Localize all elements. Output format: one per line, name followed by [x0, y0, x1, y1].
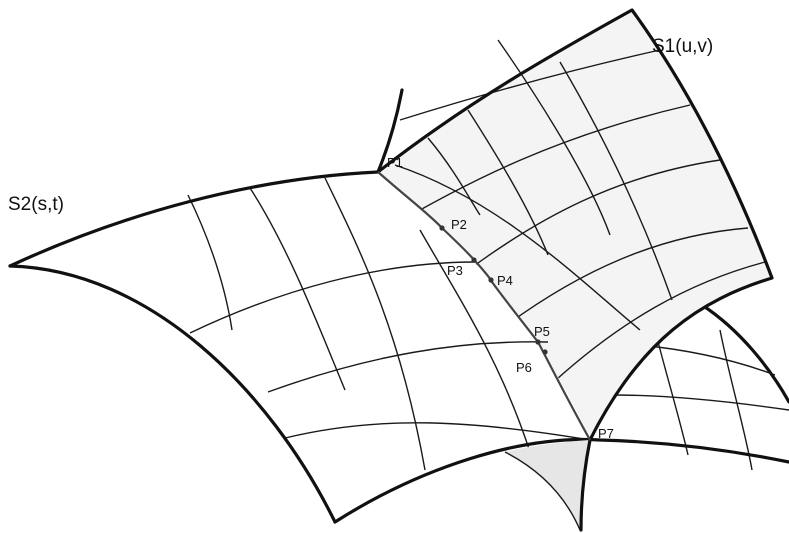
point-p2-label: P2: [451, 217, 467, 232]
point-p7-label: P7: [598, 426, 614, 441]
point-p1-label: P1: [387, 155, 403, 170]
point-p3-marker: [471, 257, 477, 263]
point-p5-label: P5: [534, 324, 550, 339]
point-p5-marker: [535, 339, 541, 345]
lower-cusp: [504, 438, 592, 532]
point-p2-marker: [439, 225, 445, 231]
surface-s1: [376, 8, 774, 442]
intersection-points: [439, 225, 548, 355]
point-p4-label: P4: [497, 273, 513, 288]
surface-s2-label: S2(s,t): [8, 194, 64, 215]
point-p6-label: P6: [516, 360, 532, 375]
point-p3-label: P3: [447, 263, 463, 278]
point-p6-marker: [542, 349, 548, 355]
surface-s1-label: S1(u,v): [652, 36, 713, 57]
intersection-curve: [377, 171, 591, 441]
surface-s2: [8, 170, 789, 524]
point-p4-marker: [488, 277, 494, 283]
